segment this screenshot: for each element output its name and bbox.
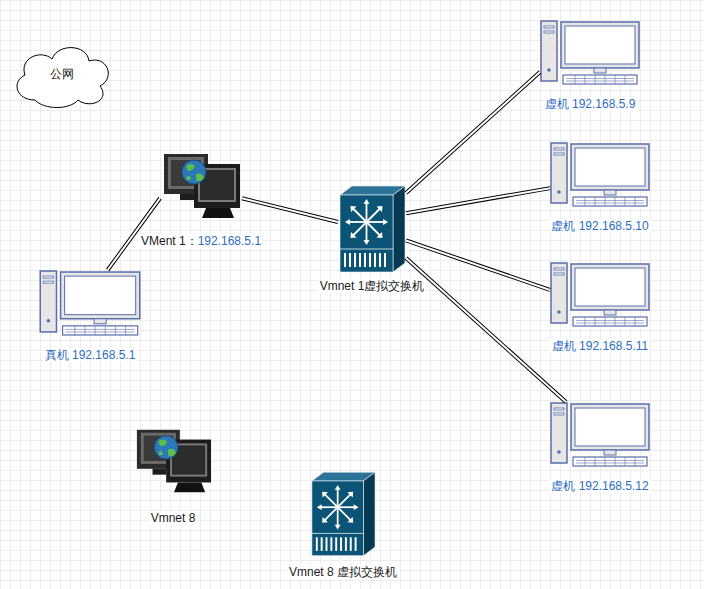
node-label: Vmnet 1虚拟交换机 [318, 279, 427, 293]
network-adapter [137, 430, 211, 492]
host-computer [40, 271, 140, 335]
virtual-switch [312, 472, 375, 555]
double-line-group [406, 240, 550, 290]
label-text: Vmnet 1虚拟交换机 [320, 279, 425, 293]
label-text: VMent 1： [141, 234, 198, 248]
node-label: Vmnet 8 [149, 511, 198, 525]
label-text: 虚机 192.168.5.11 [552, 339, 649, 353]
node-label: 虚机 192.168.5.10 [549, 219, 650, 233]
label-text: 虚机 192.168.5.9 [545, 97, 636, 111]
network-adapter [164, 154, 240, 218]
node-label: 虚机 192.168.5.12 [549, 479, 650, 493]
network-link [242, 198, 338, 222]
network-link [406, 240, 550, 290]
label-text: 192.168.5.1 [198, 234, 261, 248]
host-node: 真机 192.168.5.1 [38, 270, 142, 336]
vm-node: 虚机 192.168.5.11 [550, 262, 650, 327]
label-text: 真机 192.168.5.1 [45, 348, 136, 362]
switch-node: Vmnet 8 虚拟交换机 [310, 470, 376, 558]
double-line-group [242, 198, 338, 222]
network-link [406, 258, 566, 402]
link-inner [406, 240, 550, 290]
link-inner [406, 188, 550, 213]
node-label: 虚机 192.168.5.11 [550, 339, 651, 353]
label-text: 虚机 192.168.5.12 [551, 479, 648, 493]
double-line-group [406, 188, 550, 213]
label-text: Vmnet 8 虚拟交换机 [289, 565, 397, 579]
link-inner [406, 258, 566, 402]
network-link [406, 72, 540, 193]
vm-node: 虚机 192.168.5.10 [550, 142, 650, 207]
vm-node: 虚机 192.168.5.12 [550, 402, 650, 467]
vm-computer [541, 21, 639, 84]
switch-node: Vmnet 1虚拟交换机 [338, 185, 406, 273]
node-label: VMent 1：192.168.5.1 [139, 234, 263, 248]
double-line-group [406, 72, 540, 193]
cloud-node: 公网 [8, 38, 116, 110]
node-label: Vmnet 8 虚拟交换机 [287, 565, 399, 579]
node-label: 虚机 192.168.5.9 [543, 97, 638, 111]
node-label: 公网 [8, 38, 116, 110]
vm-computer [551, 263, 649, 326]
vm-node: 虚机 192.168.5.9 [540, 20, 640, 85]
link-inner [242, 198, 338, 222]
adapter-node: Vmnet 8 [133, 425, 213, 497]
vm-computer [551, 403, 649, 466]
network-link [406, 188, 550, 213]
label-text: 公网 [50, 67, 74, 81]
vm-computer [551, 143, 649, 206]
double-line-group [406, 258, 566, 402]
link-inner [406, 72, 540, 193]
label-text: Vmnet 8 [151, 511, 196, 525]
virtual-switch [340, 186, 405, 272]
node-label: 真机 192.168.5.1 [43, 348, 138, 362]
label-text: 虚机 192.168.5.10 [551, 219, 648, 233]
adapter-node: VMent 1：192.168.5.1 [160, 152, 242, 220]
